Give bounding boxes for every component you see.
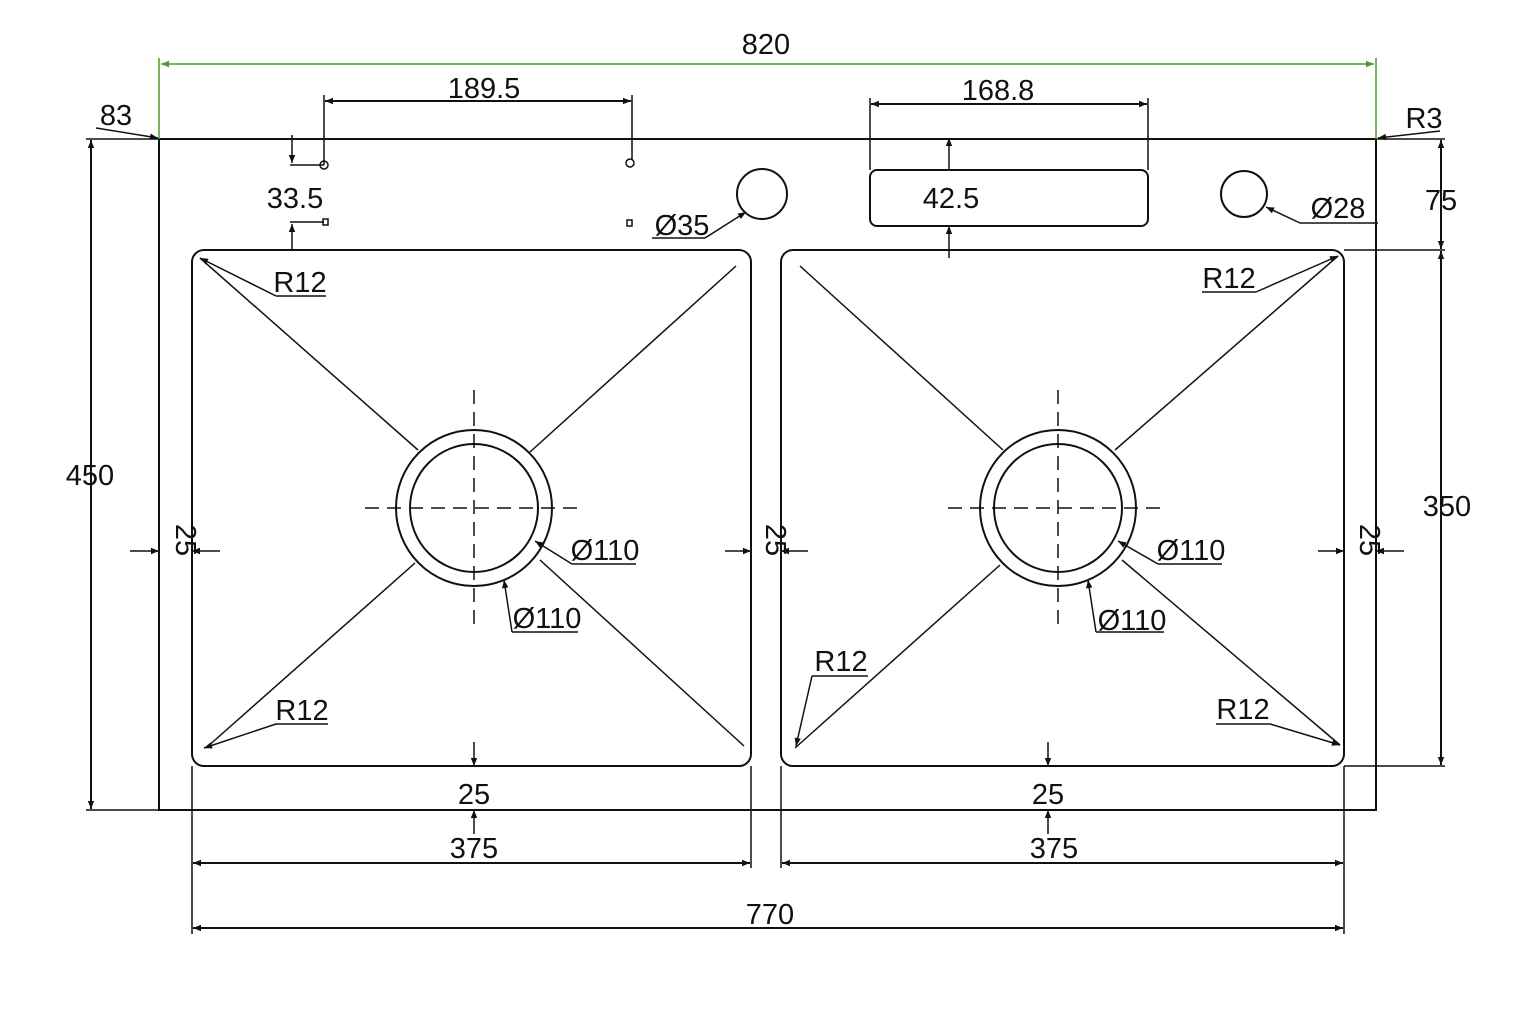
label-edge-offset: 83 [100, 100, 132, 132]
label-corner-radius-outer: R3 [1405, 103, 1442, 135]
extension-lines [86, 95, 1445, 934]
label-right-drain-outer: Ø110 [1157, 535, 1226, 567]
faucet-hole [736, 168, 788, 220]
label-slot-width: 168.8 [962, 75, 1035, 107]
accessory-slot [869, 169, 1149, 227]
label-left-r-bottom-left: R12 [275, 695, 328, 727]
label-right-r-bottom-left: R12 [814, 646, 867, 678]
label-tap-hole-spacing: 189.5 [448, 73, 521, 105]
leader-lines [199, 206, 1378, 749]
right-drain [948, 390, 1168, 628]
left-drain [365, 390, 585, 628]
label-overall-depth: 450 [66, 460, 114, 492]
label-tap-hole-offset: 33.5 [267, 183, 323, 215]
label-side-gap-left: 25 [169, 524, 201, 556]
label-left-r-top-left: R12 [273, 267, 326, 299]
label-left-drain-outer: Ø110 [571, 535, 640, 567]
label-bowl-depth: 350 [1423, 491, 1471, 523]
label-bottom-margin-right: 25 [1032, 779, 1064, 811]
label-bowl-width-left: 375 [450, 833, 498, 865]
label-slot-offset: 42.5 [923, 183, 979, 215]
label-total-bowls-width: 770 [746, 899, 794, 931]
small-holes [319, 158, 635, 227]
label-faucet-hole: Ø35 [655, 210, 710, 242]
label-right-drain-inner: Ø110 [1098, 605, 1167, 637]
label-bottom-margin-left: 25 [458, 779, 490, 811]
label-side-gap-middle: 25 [759, 524, 791, 556]
small-dimension-arrows [95, 127, 1441, 834]
label-overall-width: 820 [742, 29, 790, 61]
bowl-diagonals [199, 255, 1341, 749]
left-bowl [191, 249, 752, 767]
green-extension-lines [158, 58, 1377, 139]
label-top-margin: 75 [1425, 185, 1457, 217]
sink-outline [158, 138, 1377, 811]
label-right-r-top-right: R12 [1202, 263, 1255, 295]
label-side-gap-right: 25 [1353, 524, 1385, 556]
right-bowl [780, 249, 1345, 767]
soap-hole [1220, 170, 1268, 218]
label-left-drain-inner: Ø110 [513, 603, 582, 635]
label-right-r-bottom-right: R12 [1216, 694, 1269, 726]
label-bowl-width-right: 375 [1030, 833, 1078, 865]
label-soap-hole: Ø28 [1311, 193, 1366, 225]
